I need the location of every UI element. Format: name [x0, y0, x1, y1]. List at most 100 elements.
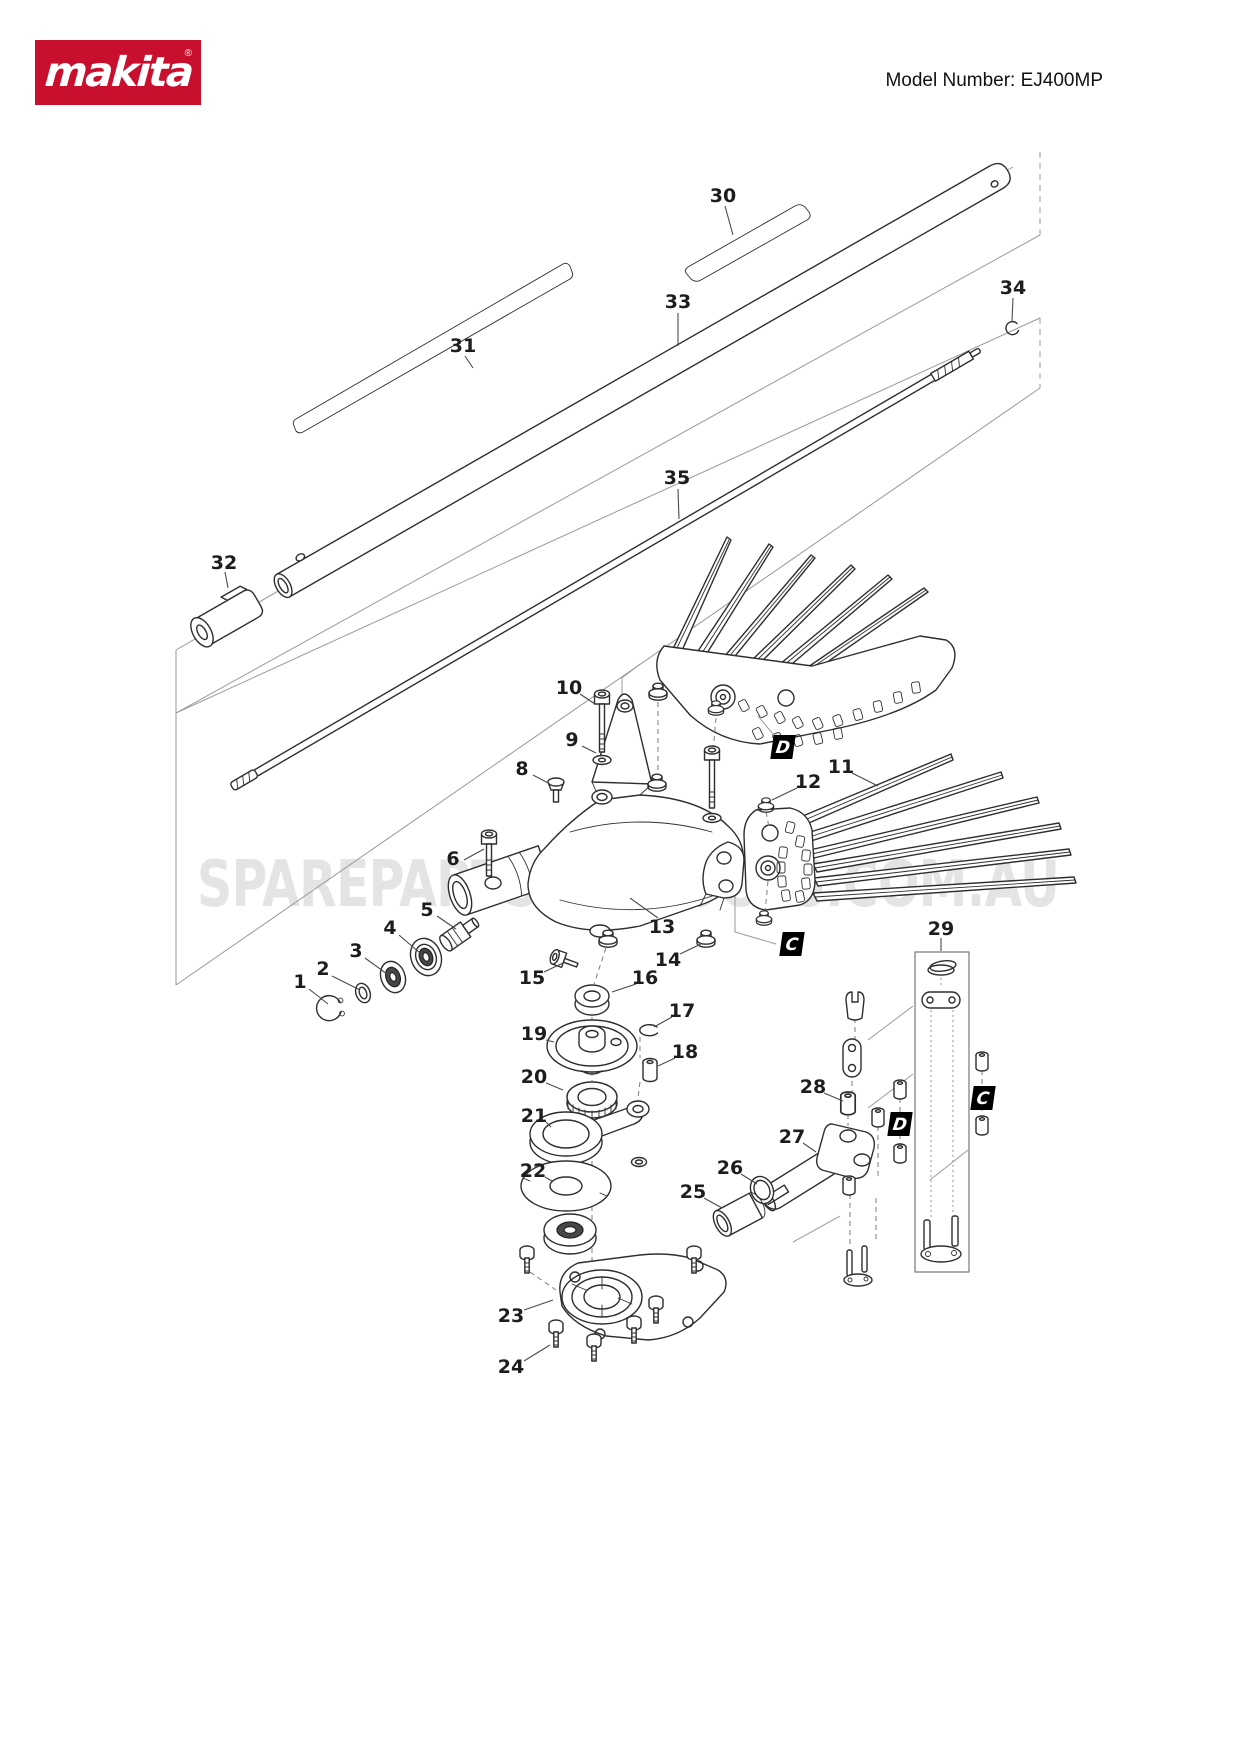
snap-ring-17: [639, 1024, 659, 1037]
bearing-lower: [543, 1213, 597, 1255]
leader-line-35: [677, 488, 680, 520]
retainer-ring: [630, 1156, 648, 1168]
part-label-1: 1: [293, 971, 306, 993]
swing-arm-21: [529, 1100, 650, 1165]
leader-line-13: [629, 897, 659, 919]
part-label-2: 2: [316, 958, 329, 980]
leader-line-21: [545, 1121, 552, 1128]
part-label-34: 34: [1000, 277, 1026, 299]
part-label-6: 6: [446, 848, 459, 870]
joint-27: [759, 1123, 876, 1212]
chain-box-29: [914, 951, 970, 1273]
bearing-4: [409, 937, 443, 977]
sleeve-18: [642, 1057, 658, 1083]
part-label-22: 22: [520, 1160, 546, 1182]
part-label-29: 29: [928, 918, 954, 940]
needle-bearing-20: [566, 1081, 618, 1121]
leader-line-30: [724, 205, 734, 236]
part-label-20: 20: [521, 1066, 547, 1088]
label-sticker-31: [292, 262, 574, 434]
washer-22: [520, 1160, 612, 1212]
leader-line-18: [657, 1057, 676, 1067]
leader-line-2: [331, 975, 361, 991]
ref-marker-d-0: D: [770, 735, 796, 759]
leader-line-4: [398, 934, 421, 954]
screw-8: [547, 777, 565, 803]
leader-line-32: [224, 571, 229, 589]
leader-line-27: [802, 1142, 817, 1153]
part-label-33: 33: [665, 291, 691, 313]
bolt-10: [593, 689, 611, 753]
rake-attachment-11: [743, 753, 1077, 911]
ref-marker-c-3: C: [970, 1086, 996, 1110]
leader-line-11: [851, 772, 879, 787]
drive-shaft-35: [230, 347, 981, 791]
panel-border-lower: [175, 317, 1041, 986]
part-label-30: 30: [710, 185, 736, 207]
model-number: Model Number: EJ400MP: [885, 70, 1103, 91]
leader-line-24: [523, 1344, 551, 1362]
leader-line-8: [532, 774, 551, 785]
leader-line-16: [611, 983, 637, 993]
part-label-31: 31: [450, 335, 476, 357]
part-label-10: 10: [556, 677, 582, 699]
svg-text:D: D: [774, 738, 791, 758]
screw-15: [547, 947, 579, 969]
oil-seal-3: [379, 960, 407, 994]
pipe-cap-32: [190, 585, 264, 648]
bolt-rake: [703, 745, 721, 809]
part-label-21: 21: [521, 1105, 547, 1127]
leader-line-17: [653, 1016, 673, 1028]
leader-line-10: [579, 693, 596, 705]
part-label-28: 28: [800, 1076, 826, 1098]
circlip-1: [315, 994, 345, 1022]
part-label-25: 25: [680, 1181, 706, 1203]
pin-link-left: [843, 1245, 873, 1287]
spacer-28: [839, 1091, 857, 1116]
part-label-14: 14: [655, 949, 681, 971]
part-label-18: 18: [672, 1041, 698, 1063]
ref-marker-d-2: D: [887, 1112, 913, 1136]
part-label-24: 24: [498, 1356, 524, 1378]
pinion-5: [439, 917, 480, 952]
bearing-16: [574, 984, 610, 1016]
outer-pipe-33: [273, 162, 1011, 599]
part-label-3: 3: [349, 940, 362, 962]
circlip-34: [1005, 320, 1020, 336]
part-label-5: 5: [420, 899, 433, 921]
leader-line-22: [544, 1176, 553, 1182]
cover-23: [559, 1253, 727, 1341]
leader-line-34: [1011, 297, 1014, 322]
part-label-12: 12: [795, 771, 821, 793]
leader-line-15: [543, 962, 564, 973]
leader-line-26: [740, 1173, 758, 1185]
part-label-9: 9: [565, 729, 578, 751]
part-label-8: 8: [515, 758, 528, 780]
svg-text:C: C: [784, 935, 800, 955]
part-label-13: 13: [649, 916, 675, 938]
part-label-11: 11: [828, 756, 854, 778]
part-label-26: 26: [717, 1157, 743, 1179]
part-label-16: 16: [632, 967, 658, 989]
leader-line-1: [308, 988, 329, 1005]
gear-housing-13: [447, 693, 745, 938]
rake-attachment-d: [656, 536, 956, 748]
part-label-35: 35: [664, 467, 690, 489]
leader-line-28: [823, 1092, 844, 1102]
leader-line-23: [523, 1299, 554, 1311]
leader-line-20: [545, 1082, 564, 1091]
svg-text:C: C: [975, 1089, 991, 1109]
leader-line-12: [771, 787, 798, 801]
leader-line-6: [463, 848, 485, 861]
part-label-23: 23: [498, 1305, 524, 1327]
bushing-25: [712, 1192, 766, 1237]
washer-rake: [702, 812, 722, 824]
ring-2: [354, 982, 372, 1004]
bolt-6: [480, 829, 498, 877]
chain-keeper: [845, 991, 865, 1021]
leader-line-31: [464, 355, 474, 369]
registered-mark: ®: [184, 48, 192, 59]
leader-line-19: [545, 1039, 555, 1043]
